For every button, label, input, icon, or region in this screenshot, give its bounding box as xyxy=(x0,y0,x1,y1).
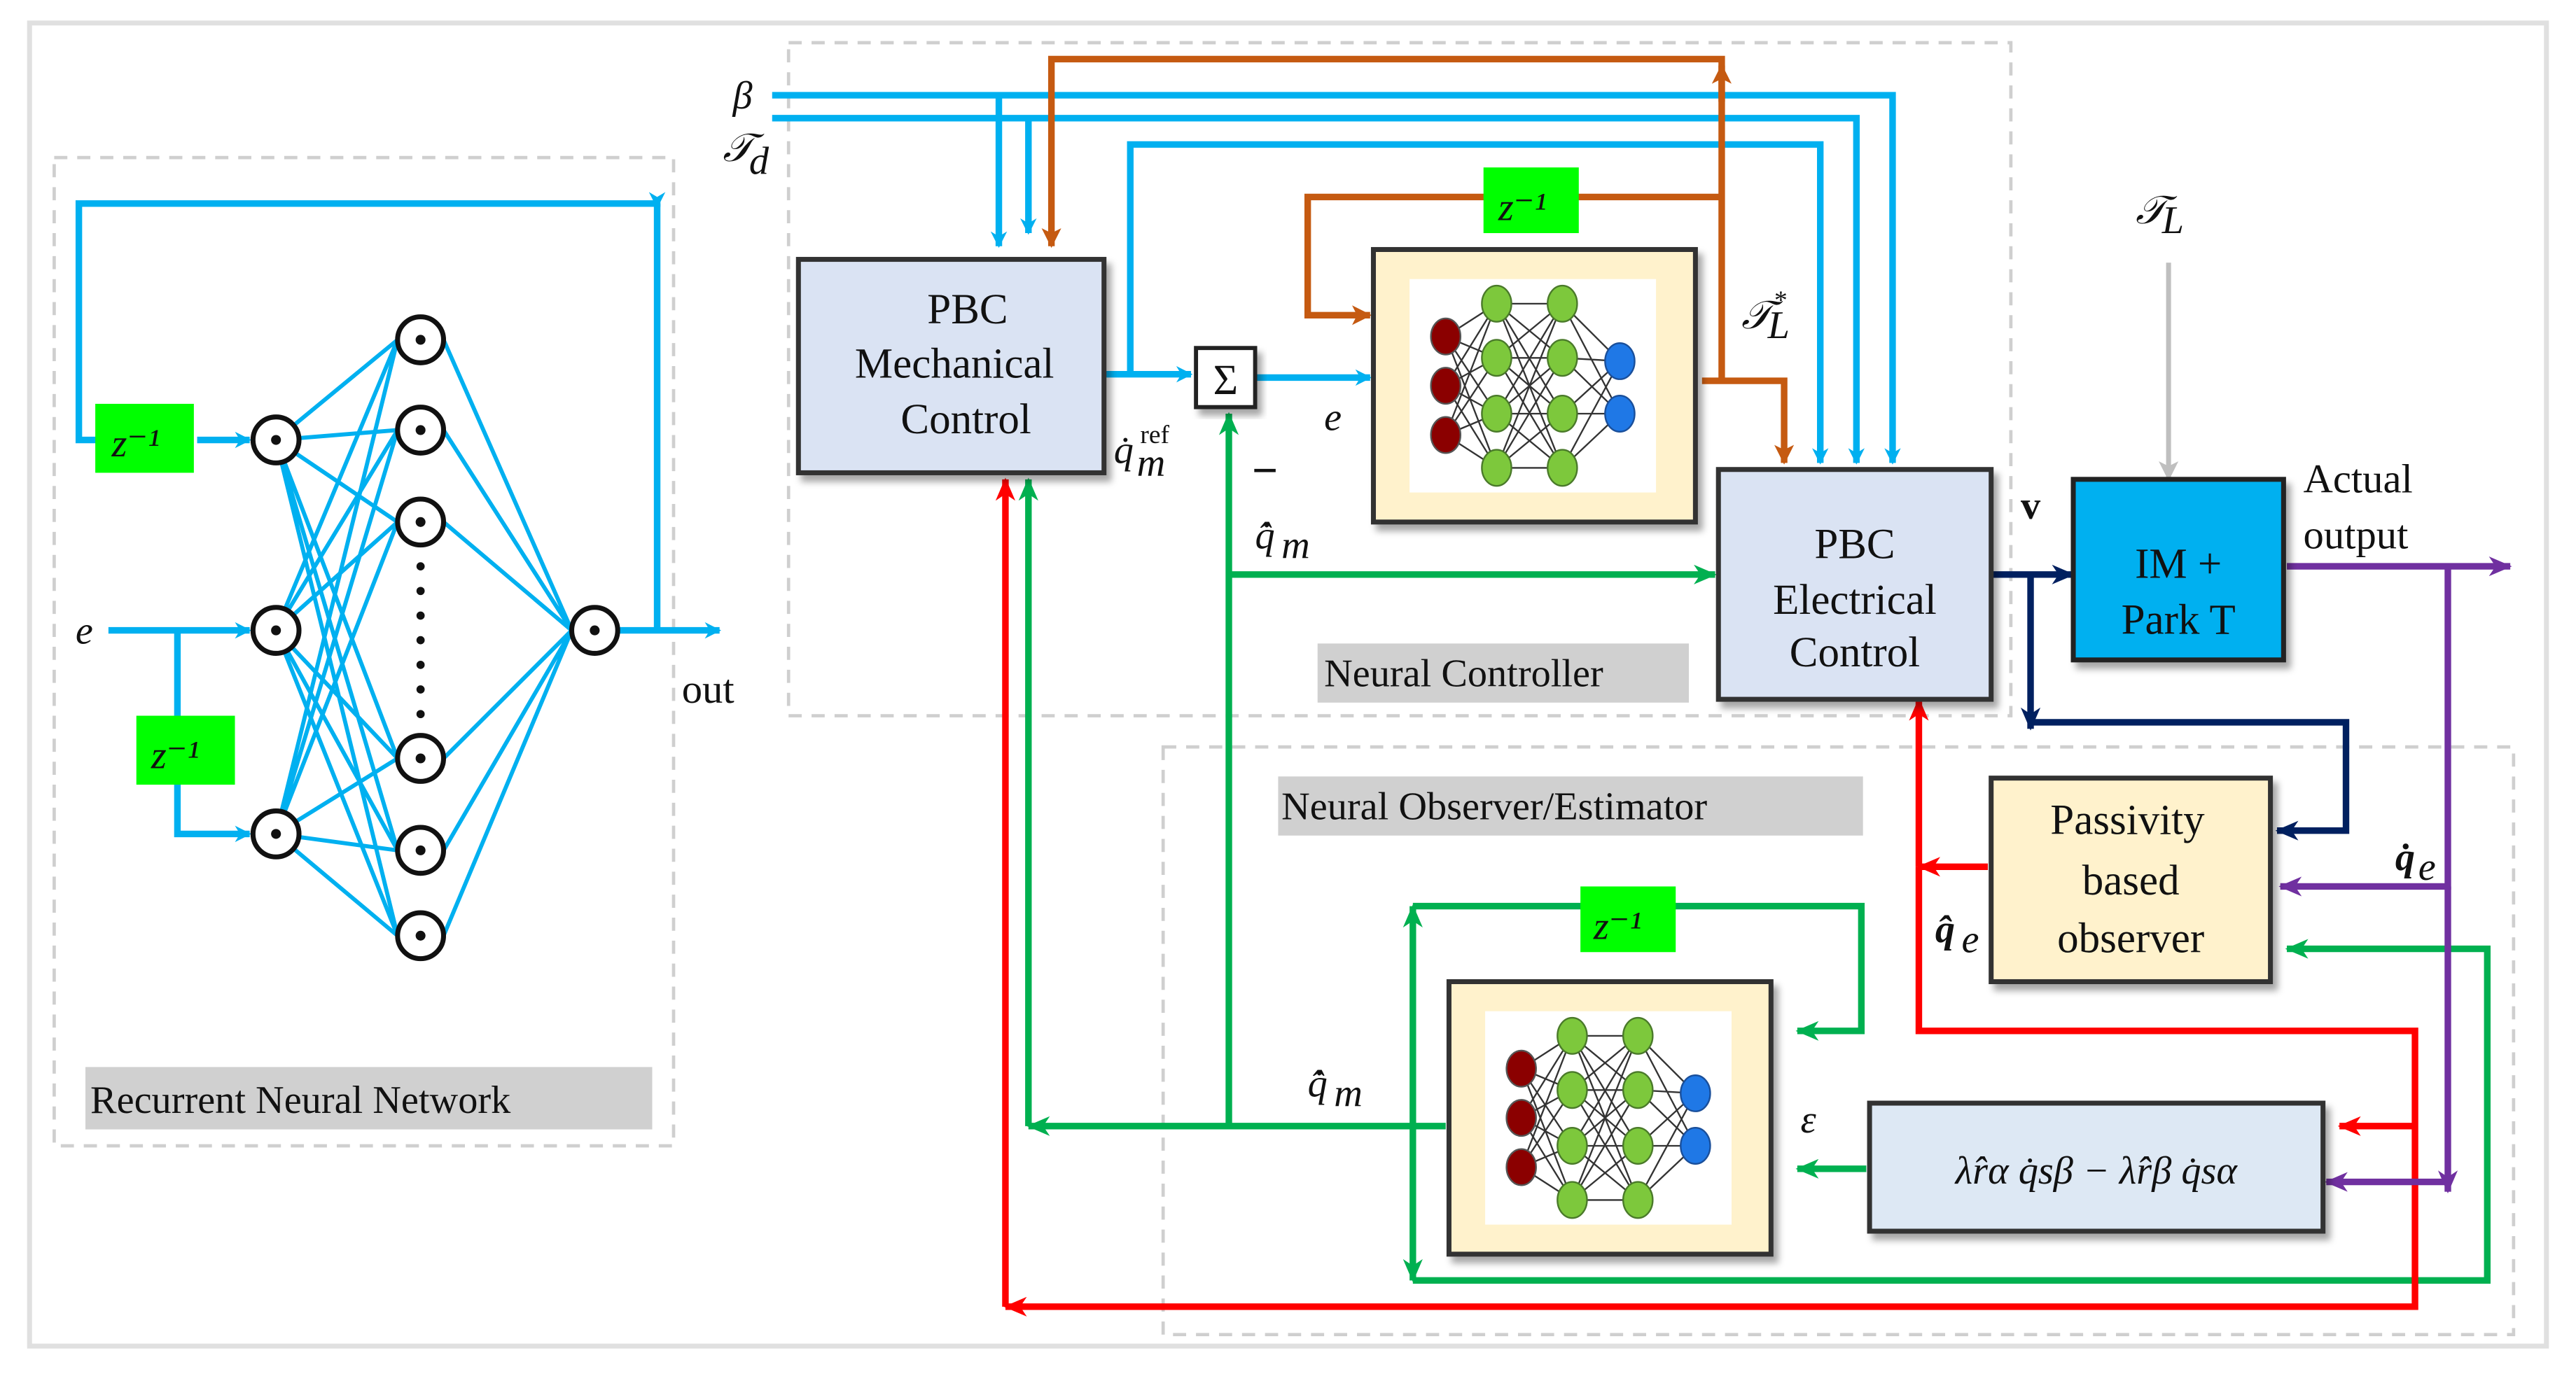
q-ref-superscript: ref xyxy=(1140,421,1169,449)
rnn-hidden-neuron xyxy=(398,407,444,454)
passivity-line3: observer xyxy=(2057,915,2204,962)
pbc-elec-line2: Electrical xyxy=(1773,577,1937,624)
pbc-mech-line2: Mechanical xyxy=(855,340,1054,387)
actual-output-line2: output xyxy=(2304,512,2409,557)
qm-hat-subscript: m xyxy=(1281,524,1310,567)
rnn-region xyxy=(53,155,676,1148)
qe-hat-subscript: e xyxy=(1961,918,1979,961)
pbc-mech-line3: Control xyxy=(900,396,1031,443)
controller-delay-block xyxy=(1483,167,1579,234)
controller-title: Neural Controller xyxy=(1324,652,1603,695)
tl-star-subscript: L xyxy=(1767,304,1790,347)
rnn-diagram: z⁻¹ z⁻¹ e out Recurrent Neural Network xyxy=(75,192,734,1130)
neural-network-icon xyxy=(1408,278,1657,493)
qm-hat-observer-subscript: m xyxy=(1334,1072,1363,1116)
beta-label: β xyxy=(732,74,752,118)
sum-symbol: Σ xyxy=(1213,357,1239,404)
voltage-label: v xyxy=(2021,484,2041,528)
epsilon-label: ε xyxy=(1801,1098,1817,1142)
rnn-hidden-neuron xyxy=(398,499,444,545)
controller-region xyxy=(786,41,2013,717)
rnn-output-neuron xyxy=(572,608,618,654)
plant-line2: Park T xyxy=(2122,596,2236,643)
rnn-output-label: out xyxy=(682,666,734,712)
sum-block: Σ xyxy=(1194,346,1258,409)
pbc-electrical-block: PBC Electrical Control xyxy=(1715,467,1994,702)
rnn-title: Recurrent Neural Network xyxy=(90,1079,511,1122)
minus-sign: − xyxy=(1252,445,1278,496)
pbc-mechanical-block: PBC Mechanical Control xyxy=(795,257,1107,475)
rnn-delay-label: z⁻¹ xyxy=(111,422,160,465)
neural-controller-nn xyxy=(1370,246,1698,525)
q-ref-label: q̇ xyxy=(1114,428,1134,472)
rnn-title-bg xyxy=(85,1067,653,1130)
qm-hat-label: q̂̇ xyxy=(1255,514,1275,557)
pbc-mech-line1: PBC xyxy=(927,286,1008,333)
rnn-hidden-neuron xyxy=(398,913,444,959)
q-ref-subscript: m xyxy=(1137,442,1166,485)
rnn-delay-block xyxy=(136,715,235,785)
pbc-elec-line3: Control xyxy=(1790,629,1920,676)
neural-network-icon xyxy=(1484,1010,1733,1226)
observer-region xyxy=(1161,745,2516,1337)
outer-frame xyxy=(27,20,2549,1349)
passivity-line1: Passivity xyxy=(2050,797,2205,843)
observer-nn xyxy=(1446,979,1774,1257)
qe-dot-label: q̇ xyxy=(2395,836,2415,879)
actual-output-line1: Actual xyxy=(2304,456,2413,502)
passivity-observer-block: Passivity based observer xyxy=(1989,776,2274,984)
rnn-delay-label: z⁻¹ xyxy=(151,734,199,778)
pbc-elec-line1: PBC xyxy=(1814,521,1895,568)
rnn-hidden-neuron xyxy=(398,827,444,874)
rnn-hidden-neuron xyxy=(398,736,444,782)
rnn-input-label: e xyxy=(76,609,93,652)
qe-dot-subscript: e xyxy=(2418,846,2436,889)
rnn-input-neuron xyxy=(253,608,299,654)
flux-expression: λ̂rα q̇sβ − λ̂rβ q̇sα xyxy=(1954,1149,2239,1193)
qm-hat-observer-label: q̂̇ xyxy=(1308,1063,1328,1106)
observer-delay-label: z⁻¹ xyxy=(1593,905,1641,948)
tl-star-superscript: * xyxy=(1774,286,1788,315)
rnn-input-neuron xyxy=(253,811,299,857)
rnn-hidden-neuron xyxy=(398,317,444,363)
rnn-input-neuron xyxy=(253,417,299,463)
ellipsis-dots xyxy=(416,562,425,719)
qe-hat-label: q̂ xyxy=(1935,908,1955,951)
flux-estimator-block: λ̂rα q̇sβ − λ̂rβ q̇sα xyxy=(1867,1100,2326,1234)
td-subscript: d xyxy=(749,140,770,183)
passivity-line2: based xyxy=(2082,857,2180,904)
rnn-delay-block xyxy=(95,403,194,473)
tl-subscript: L xyxy=(2161,199,2184,242)
observer-title: Neural Observer/Estimator xyxy=(1281,785,1707,828)
error-label: e xyxy=(1324,395,1342,439)
controller-title-bg xyxy=(1317,643,1689,703)
observer-delay-block xyxy=(1580,886,1676,953)
plant-block: IM + Park T xyxy=(2070,477,2286,663)
controller-delay-label: z⁻¹ xyxy=(1498,185,1546,229)
observer-title-bg xyxy=(1278,776,1863,836)
plant-line1: IM + xyxy=(2135,541,2222,588)
